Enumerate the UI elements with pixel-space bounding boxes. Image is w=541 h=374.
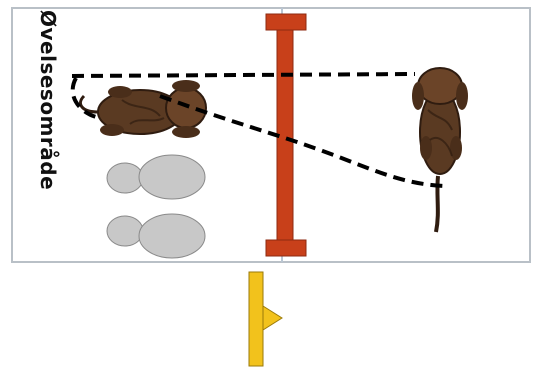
exercise-area-label: Øvelsesområde	[36, 10, 60, 190]
start-flag	[249, 272, 282, 366]
